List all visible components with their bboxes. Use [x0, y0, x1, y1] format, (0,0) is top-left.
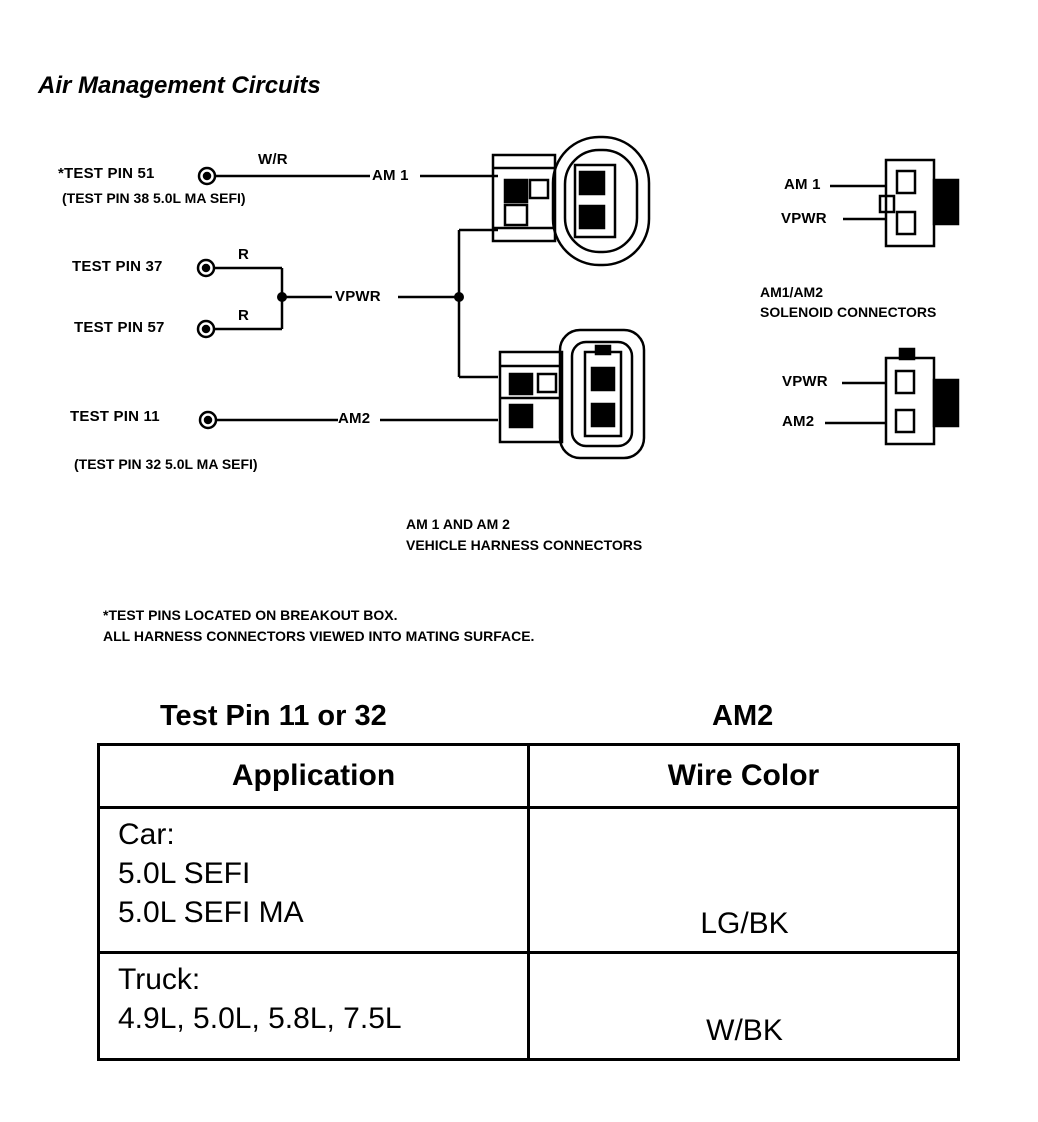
wire-color-cell: LG/BK: [527, 806, 960, 954]
harness-caption-line2: VEHICLE HARNESS CONNECTORS: [406, 537, 643, 553]
note-line1: *TEST PINS LOCATED ON BREAKOUT BOX.: [103, 607, 398, 623]
test-pin-57-terminal: [196, 319, 216, 339]
table-right-heading: AM2: [712, 700, 774, 732]
solenoid-connector-am2: [825, 347, 960, 446]
solenoid-connector-am1: [830, 158, 960, 248]
test-pin-11-label: TEST PIN 11: [70, 408, 160, 425]
application-line: 5.0L SEFI MA: [118, 896, 304, 929]
wire-color-cell: W/BK: [527, 951, 960, 1061]
table-left-heading: Test Pin 11 or 32: [160, 700, 387, 732]
solenoid-vpwr-label-2: VPWR: [782, 373, 828, 390]
solenoid-am2-label: AM2: [782, 413, 815, 430]
wiring-diagram: [196, 135, 960, 460]
column-header-wire-color: Wire Color: [527, 743, 960, 809]
harness-caption-line1: AM 1 AND AM 2: [406, 516, 510, 532]
test-pin-51-label: *TEST PIN 51: [58, 165, 155, 182]
test-pin-37-label: TEST PIN 37: [72, 258, 163, 275]
application-line: 4.9L, 5.0L, 5.8L, 7.5L: [118, 1002, 402, 1035]
solenoid-vpwr-label: VPWR: [781, 210, 827, 227]
solenoid-caption-line2: SOLENOID CONNECTORS: [760, 304, 937, 320]
splice-dot: [277, 292, 287, 302]
wire-color-r-bottom: R: [238, 307, 250, 324]
solenoid-caption-line1: AM1/AM2: [760, 284, 824, 300]
application-line: Truck:: [118, 963, 201, 996]
table-row: Car: 5.0L SEFI 5.0L SEFI MA LG/BK: [97, 806, 960, 954]
wire-color-wr: W/R: [258, 151, 288, 168]
test-pin-51-note: (TEST PIN 38 5.0L MA SEFI): [62, 190, 246, 206]
application-line: Car:: [118, 818, 175, 851]
harness-connector-am1: [491, 135, 651, 267]
application-cell: Truck: 4.9L, 5.0L, 5.8L, 7.5L: [97, 951, 530, 1061]
test-pin-51-terminal: [197, 166, 217, 186]
table-row: Truck: 4.9L, 5.0L, 5.8L, 7.5L W/BK: [97, 951, 960, 1061]
harness-connector-am2: [498, 328, 646, 460]
application-cell: Car: 5.0L SEFI 5.0L SEFI MA: [97, 806, 530, 954]
wire-label-vpwr: VPWR: [335, 288, 381, 305]
note-line2: ALL HARNESS CONNECTORS VIEWED INTO MATIN…: [103, 628, 535, 644]
wire-color-table: Application Wire Color Car: 5.0L SEFI 5.…: [97, 743, 960, 1061]
solenoid-am1-label: AM 1: [784, 176, 821, 193]
wire-label-am2: AM2: [338, 410, 371, 427]
application-line: 5.0L SEFI: [118, 857, 251, 890]
test-pin-57-label: TEST PIN 57: [74, 319, 165, 336]
column-header-application: Application: [97, 743, 530, 809]
test-pin-11-note: (TEST PIN 32 5.0L MA SEFI): [74, 456, 258, 472]
splice-dot: [454, 292, 464, 302]
test-pin-37-terminal: [196, 258, 216, 278]
wire-label-am1: AM 1: [372, 167, 409, 184]
page-title: Air Management Circuits: [38, 72, 321, 99]
wire-color-r-top: R: [238, 246, 250, 263]
test-pin-11-terminal: [198, 410, 218, 430]
